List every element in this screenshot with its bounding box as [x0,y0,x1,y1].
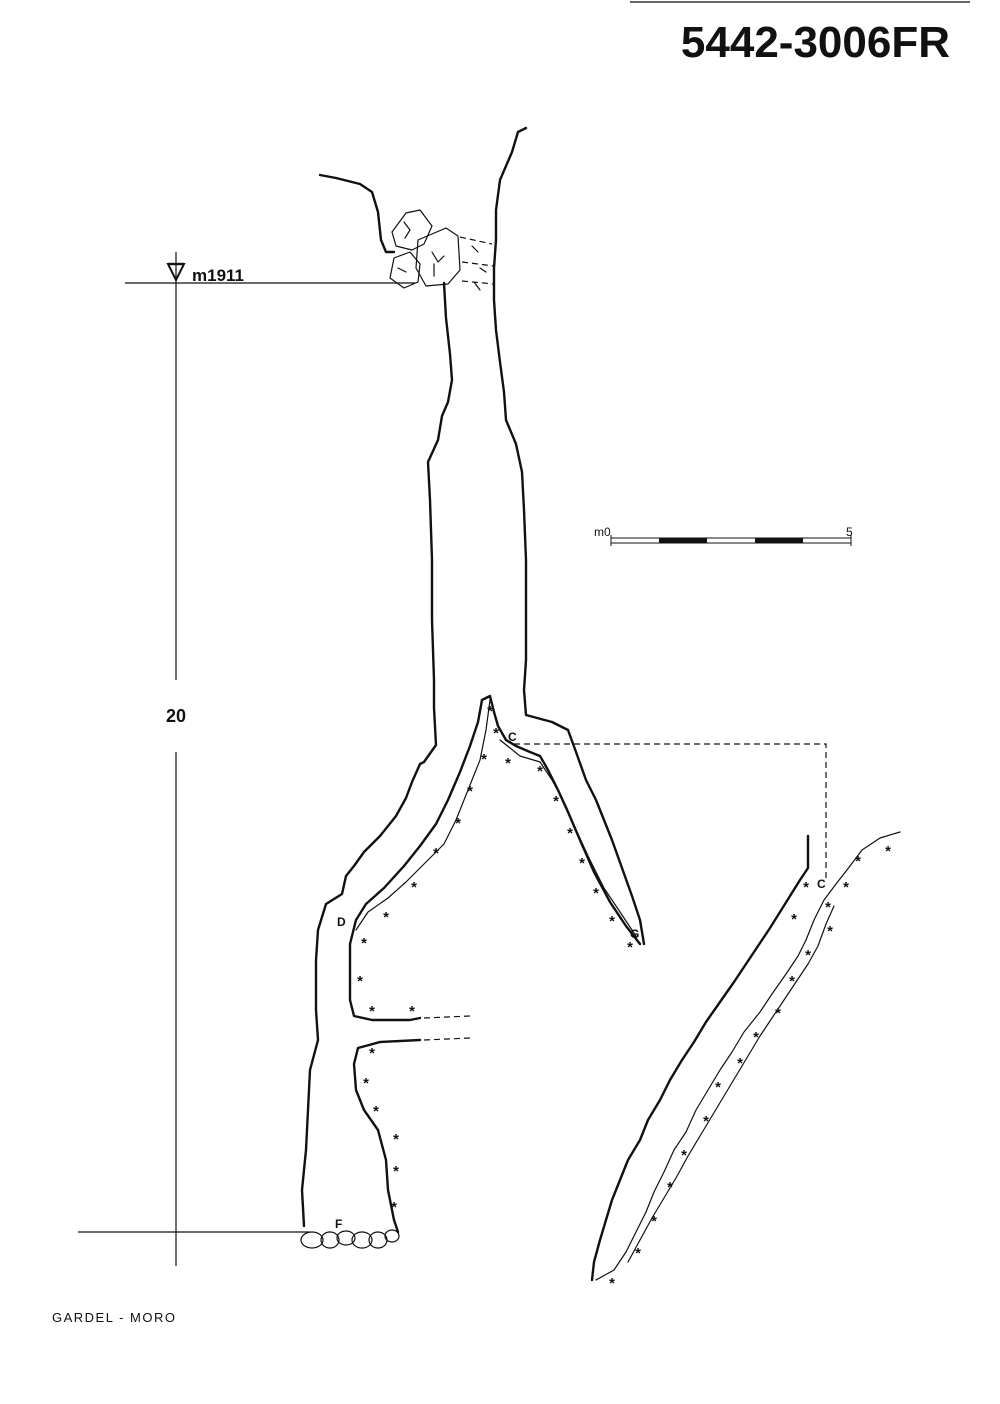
svg-text:*: * [553,793,559,810]
scale-end-label: 5 [846,525,853,539]
svg-text:*: * [363,1075,369,1092]
point-label-c: C [508,730,517,744]
depth-reference [78,252,415,1266]
svg-text:*: * [791,911,797,928]
lower-side-passage [352,1038,422,1234]
svg-text:*: * [635,1245,641,1262]
svg-text:*: * [827,923,833,940]
svg-text:*: * [505,755,511,772]
section-connector [514,743,827,880]
shaft-right-wall [492,126,646,946]
svg-text:*: * [737,1055,743,1072]
svg-text:*: * [855,853,861,870]
point-label-f: F [335,1217,342,1231]
scale-bar [610,535,852,546]
svg-text:*: * [593,885,599,902]
svg-text:*: * [567,825,573,842]
svg-text:*: * [467,783,473,800]
svg-text:*: * [493,725,499,742]
depth-label: 20 [166,706,186,726]
svg-text:*: * [487,703,493,720]
svg-text:*: * [651,1213,657,1230]
point-label-c-section: C [817,877,826,891]
entrance-boulders [389,209,495,291]
svg-text:*: * [537,763,543,780]
svg-text:*: * [609,913,615,930]
branch-inner [348,698,484,1022]
svg-text:*: * [825,899,831,916]
svg-text:*: * [667,1179,673,1196]
section-right-wall [595,831,901,1281]
svg-text:*: * [383,909,389,926]
svg-text:*: * [411,879,417,896]
svg-text:*: * [753,1029,759,1046]
svg-text:*: * [803,879,809,896]
svg-text:*: * [373,1103,379,1120]
svg-text:*: * [391,1199,397,1216]
branch-wall [480,694,642,946]
svg-text:*: * [789,973,795,990]
svg-text:*: * [433,845,439,862]
section-left-wall [590,834,810,1282]
svg-text:*: * [393,1163,399,1180]
shaft-left-wall [300,173,454,1228]
svg-text:*: * [579,855,585,872]
point-label-g: G [630,927,639,941]
point-label-d: D [337,915,346,929]
svg-text:*: * [627,939,633,956]
entrance-elevation-label: m1911 [192,266,244,285]
svg-text:*: * [361,935,367,952]
svg-text:*: * [357,973,363,990]
svg-text:*: * [681,1147,687,1164]
svg-text:*: * [775,1005,781,1022]
svg-text:*: * [369,1003,375,1020]
svg-text:*: * [715,1079,721,1096]
svg-text:*: * [885,843,891,860]
authors-credit: GARDEL - MORO [52,1310,176,1325]
svg-text:*: * [481,751,487,768]
svg-text:*: * [843,879,849,896]
svg-text:*: * [609,1275,615,1292]
svg-text:*: * [393,1131,399,1148]
svg-text:*: * [455,815,461,832]
survey-code: 5442-3006FR [681,18,950,67]
scale-start-label: m0 [594,525,611,539]
floor-pebbles [300,1229,400,1249]
svg-text:*: * [409,1003,415,1020]
svg-text:*: * [703,1113,709,1130]
svg-text:*: * [369,1045,375,1062]
flowstone-markers: *** *** *** *** *** *** ** *** *** *** *… [357,703,891,1292]
svg-text:*: * [805,947,811,964]
